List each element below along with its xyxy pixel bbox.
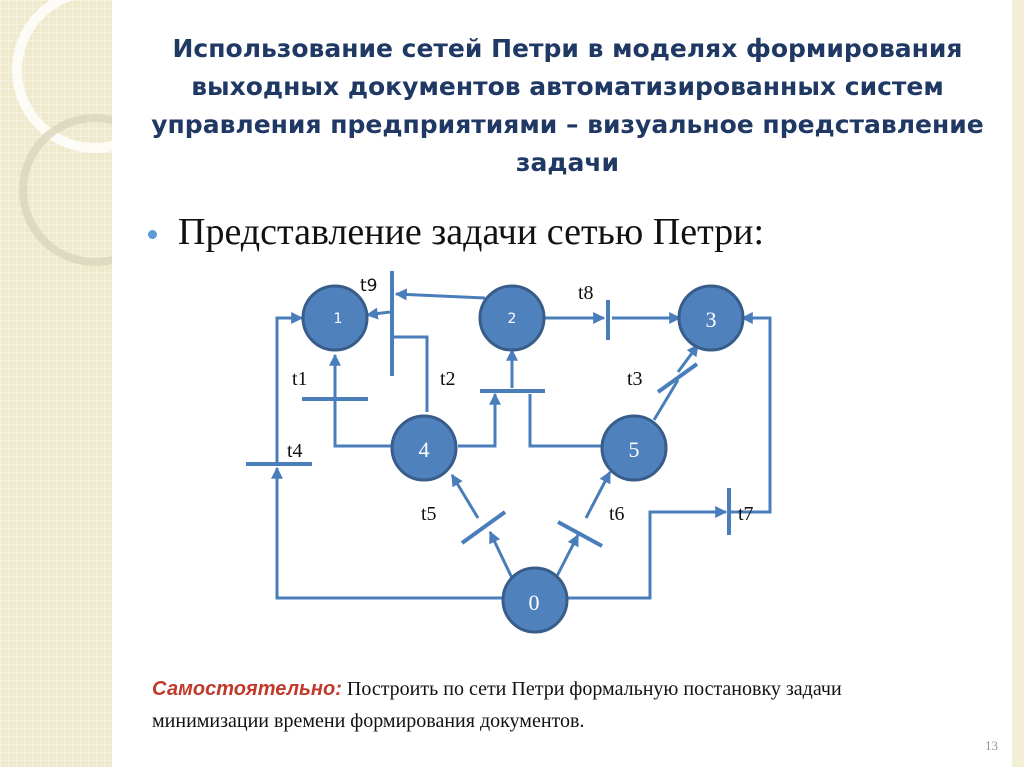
label-t7: t7 — [738, 503, 754, 525]
label-t6: t6 — [609, 503, 625, 525]
place-4-label: 4 — [419, 437, 430, 462]
arc-4-t9 — [393, 335, 429, 412]
label-t3: t3 — [627, 368, 643, 390]
arc-t7-3 — [730, 312, 772, 514]
transition-t3-bar — [656, 362, 699, 394]
arc-4-t2 — [458, 392, 501, 448]
label-t8: t8 — [578, 282, 594, 304]
transition-t6-bar — [557, 520, 603, 548]
label-t9: t9 — [360, 276, 377, 296]
places: 1 2 3 4 5 0 — [301, 284, 745, 634]
label-t2: t2 — [440, 368, 456, 390]
bullet-marker — [148, 230, 157, 239]
task-note: Самостоятельно: Построить по сети Петри … — [152, 673, 952, 737]
place-2-label: 2 — [508, 311, 517, 327]
place-2 — [478, 284, 546, 352]
transitions — [246, 271, 731, 548]
place-1 — [301, 284, 369, 352]
page-number: 13 — [985, 738, 998, 753]
arc-0-t5 — [488, 530, 514, 579]
slide-title: Использование сетей Петри в моделях форм… — [151, 34, 984, 177]
arcs — [271, 288, 772, 600]
note-label: Самостоятельно: — [152, 678, 342, 700]
arc-0-t7 — [567, 506, 728, 600]
place-0-label: 0 — [529, 590, 540, 615]
place-5-label: 5 — [629, 437, 640, 462]
decorative-rings — [12, 0, 112, 266]
place-5 — [600, 414, 668, 482]
arc-5-t2 — [528, 394, 602, 448]
place-4 — [390, 414, 458, 482]
slide-canvas — [112, 0, 1012, 767]
bullet-text: Представление задачи сетью Петри: — [178, 211, 765, 253]
transition-t5-bar — [460, 510, 507, 545]
label-t5: t5 — [421, 503, 437, 525]
transition-labels: t9 t8 t1 t2 t3 t4 t5 t6 t7 — [287, 276, 754, 525]
place-3 — [677, 284, 745, 352]
place-0 — [501, 566, 569, 634]
place-3-label: 3 — [706, 307, 717, 332]
place-1-label: 1 — [334, 311, 343, 327]
arc-0-t4 — [271, 466, 506, 600]
arc-5-t3 — [652, 379, 680, 421]
arc-t3-3 — [676, 344, 700, 373]
arc-2-t9 — [394, 288, 486, 301]
label-t4: t4 — [287, 440, 303, 462]
arc-4-t1 — [333, 401, 393, 448]
arc-t6-5 — [584, 470, 612, 519]
label-t1: t1 — [292, 368, 308, 390]
note-text: Построить по сети Петри формальную поста… — [152, 678, 842, 732]
arc-t9-1 — [365, 307, 391, 320]
arc-t4-1 — [275, 312, 304, 462]
arc-t5-4 — [450, 473, 480, 519]
arc-0-t6 — [554, 533, 580, 579]
